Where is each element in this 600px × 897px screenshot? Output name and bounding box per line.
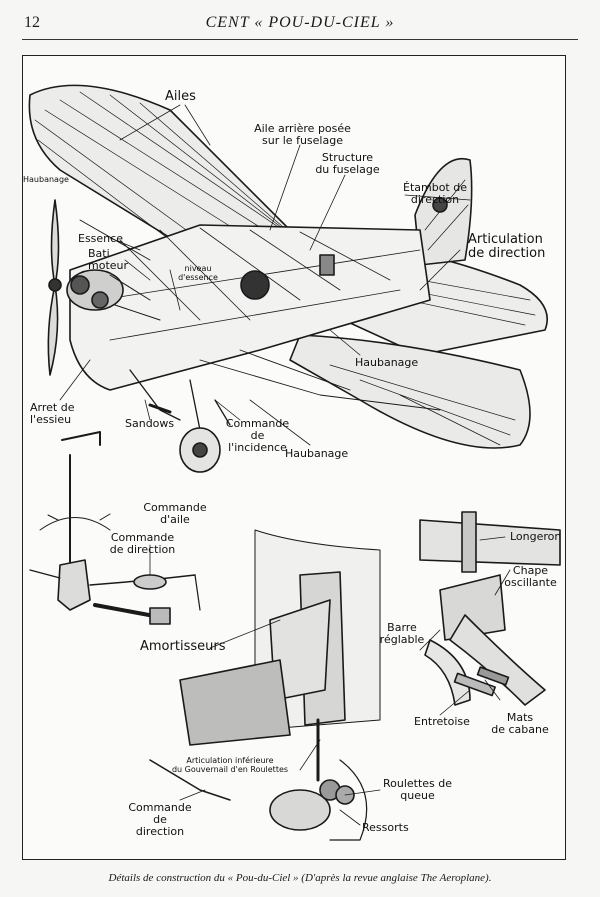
label-structure: Structure du fuselage — [315, 151, 380, 176]
label-haubanage-low: Haubanage — [285, 447, 349, 460]
label-commande-direction-left: Commande de direction — [109, 531, 176, 556]
leader-lines — [59, 104, 511, 826]
label-commande-incidence: Commande de l'incidence — [225, 417, 290, 454]
label-ailes: Ailes — [165, 89, 196, 104]
label-haubanage-top: Haubanage — [23, 175, 69, 184]
label-ressorts: Ressorts — [362, 821, 409, 834]
label-entretoise: Entretoise — [414, 715, 470, 728]
label-niveau: niveau d'essence — [178, 264, 218, 282]
label-articulation: Articulation de direction — [468, 232, 546, 261]
label-chape: Chape oscillante — [504, 564, 557, 589]
figure-caption: Détails de construction du « Pou-du-Ciel… — [108, 872, 492, 884]
running-title: CENT « POU-DU-CIEL » — [205, 14, 395, 31]
fuselage — [69, 224, 431, 391]
label-commande-direction-bottom: Commande de direction — [128, 801, 192, 838]
label-amortisseurs: Amortisseurs — [140, 639, 226, 654]
label-articulation-inferieure: Articulation inférieure du Gouvernail d'… — [171, 756, 289, 774]
engine — [66, 269, 161, 321]
propeller — [47, 199, 62, 376]
header-rule — [22, 39, 578, 40]
label-barre: Barre réglable — [379, 621, 425, 646]
label-haubanage-mid: Haubanage — [355, 356, 419, 369]
label-sandows: Sandows — [125, 417, 175, 430]
label-commande-aile: Commande d'aile — [143, 501, 207, 526]
label-mats: Mats de cabane — [491, 711, 549, 736]
label-bati: Bati moteur — [88, 247, 129, 272]
cabane-mount-detail — [419, 511, 561, 706]
tail-skid-detail — [149, 529, 381, 841]
label-roulettes: Roulettes de queue — [382, 777, 453, 802]
control-stick-detail — [29, 431, 201, 625]
label-essence: Essence — [78, 232, 123, 245]
front-wing — [28, 84, 301, 255]
page-number: 12 — [24, 14, 40, 31]
label-aile-arriere: Aile arrière posée sur le fuselage — [254, 122, 351, 147]
label-longeron: Longeron — [510, 530, 562, 543]
label-etambot: Étambot de direction — [403, 181, 467, 206]
rudder — [414, 157, 473, 266]
label-arret: Arret de l'essieu — [30, 401, 75, 426]
landing-gear — [129, 369, 231, 473]
